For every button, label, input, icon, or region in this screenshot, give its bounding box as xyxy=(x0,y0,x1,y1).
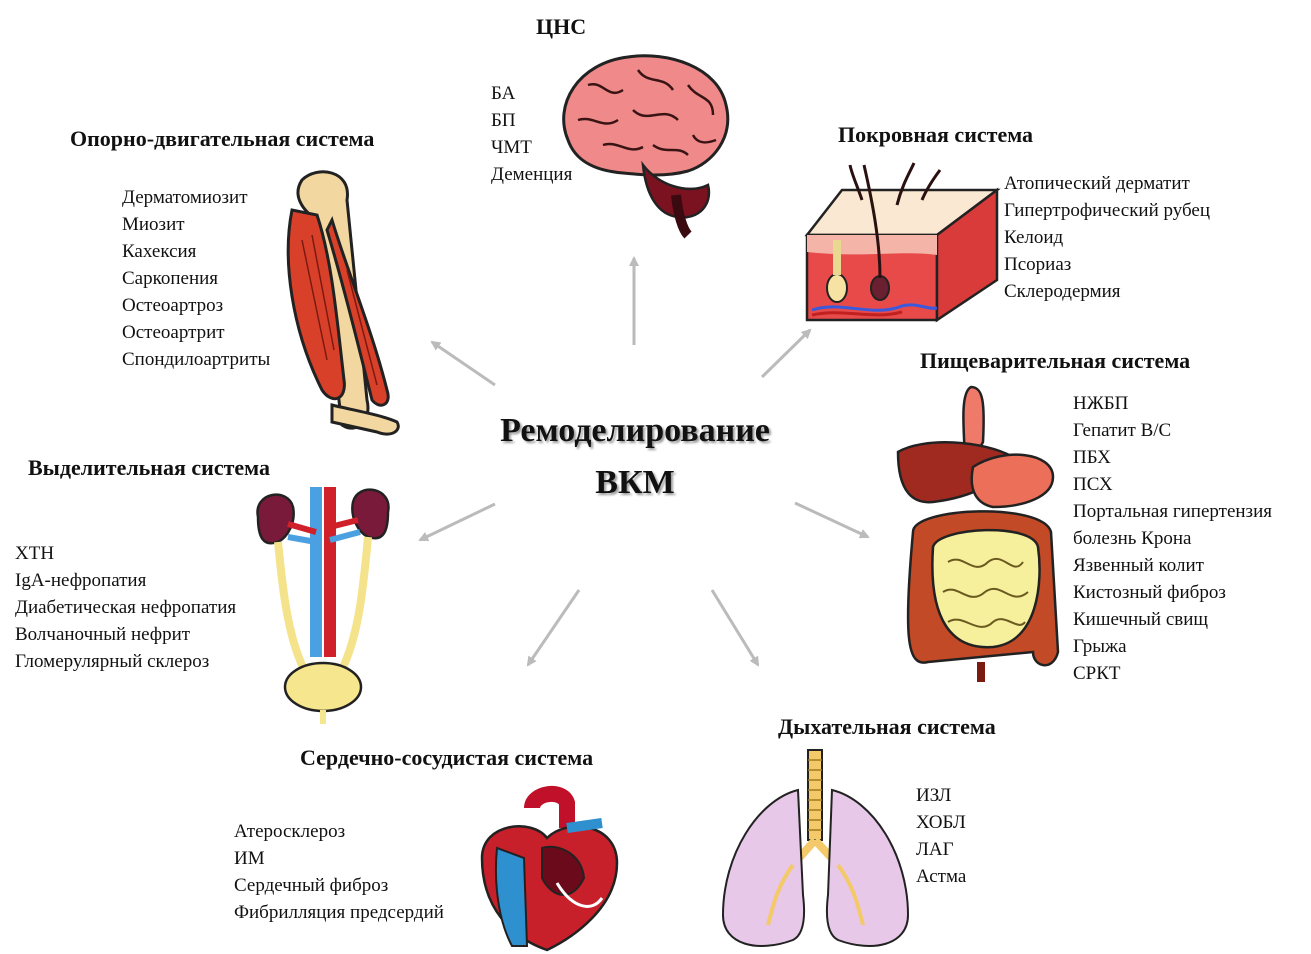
list-item: Келоид xyxy=(1004,224,1210,251)
brain-icon xyxy=(548,45,738,235)
list-item: ХОБЛ xyxy=(916,809,966,836)
list-item: Миозит xyxy=(122,211,270,238)
arrow-to-respiratory xyxy=(712,590,758,665)
digestive-organs-icon xyxy=(893,382,1068,687)
skin-icon xyxy=(802,160,1002,325)
center-label: Ремоделирование ВКМ xyxy=(470,412,800,502)
heart-icon xyxy=(472,788,622,950)
list-item: Гепатит В/С xyxy=(1073,417,1272,444)
arrow-to-excretory xyxy=(420,504,495,540)
list-item: Атопический дерматит xyxy=(1004,170,1210,197)
center-label-line2: ВКМ xyxy=(470,464,800,502)
list-item: Гломерулярный склероз xyxy=(15,648,236,675)
list-item: ХТН xyxy=(15,540,236,567)
list-item: ИЗЛ xyxy=(916,782,966,809)
respiratory-title: Дыхательная система xyxy=(778,714,996,740)
list-item: Кишечный свищ xyxy=(1073,606,1272,633)
cardiovascular-title: Сердечно-сосудистая система xyxy=(300,745,593,771)
cardiovascular-list: Атеросклероз ИМ Сердечный фиброз Фибрилл… xyxy=(234,818,444,926)
musculoskeletal-list: Дерматомиозит Миозит Кахексия Саркопения… xyxy=(122,184,270,373)
arrow-to-cardiovascular xyxy=(528,590,579,665)
list-item: Остеоартрит xyxy=(122,319,270,346)
list-item: Портальная гипертензия xyxy=(1073,498,1272,525)
integumentary-list: Атопический дерматит Гипертрофический ру… xyxy=(1004,170,1210,305)
list-item: Саркопения xyxy=(122,265,270,292)
list-item: ИМ xyxy=(234,845,444,872)
list-item: Кахексия xyxy=(122,238,270,265)
list-item: НЖБП xyxy=(1073,390,1272,417)
excretory-list: ХТН IgA-нефропатия Диабетическая нефропа… xyxy=(15,540,236,675)
respiratory-list: ИЗЛ ХОБЛ ЛАГ Астма xyxy=(916,782,966,890)
list-item: Атеросклероз xyxy=(234,818,444,845)
lungs-icon xyxy=(718,745,913,953)
list-item: Астма xyxy=(916,863,966,890)
list-item: Кистозный фиброз xyxy=(1073,579,1272,606)
list-item: ПСХ xyxy=(1073,471,1272,498)
list-item: ПБХ xyxy=(1073,444,1272,471)
digestive-list: НЖБП Гепатит В/С ПБХ ПСХ Портальная гипе… xyxy=(1073,390,1272,687)
list-item: ЛАГ xyxy=(916,836,966,863)
musculoskeletal-title: Опорно-двигательная система xyxy=(70,126,374,152)
list-item: СРКТ xyxy=(1073,660,1272,687)
arrow-to-musculoskeletal xyxy=(432,342,495,385)
list-item: Склеродермия xyxy=(1004,278,1210,305)
list-item: Псориаз xyxy=(1004,251,1210,278)
list-item: Язвенный колит xyxy=(1073,552,1272,579)
list-item: Диабетическая нефропатия xyxy=(15,594,236,621)
cns-title: ЦНС xyxy=(536,14,586,40)
list-item: Волчаночный нефрит xyxy=(15,621,236,648)
kidneys-icon xyxy=(248,482,398,727)
list-item: Спондилоартриты xyxy=(122,346,270,373)
integumentary-title: Покровная система xyxy=(838,122,1033,148)
list-item: Фибрилляция предсердий xyxy=(234,899,444,926)
list-item: Дерматомиозит xyxy=(122,184,270,211)
excretory-title: Выделительная система xyxy=(28,455,270,481)
list-item: Грыжа xyxy=(1073,633,1272,660)
digestive-title: Пищеварительная система xyxy=(920,348,1190,374)
list-item: Сердечный фиброз xyxy=(234,872,444,899)
list-item: IgA-нефропатия xyxy=(15,567,236,594)
arrow-to-digestive xyxy=(795,503,868,537)
arrow-to-integumentary xyxy=(762,330,810,377)
muscle-arm-icon xyxy=(272,160,412,440)
list-item: болезнь Крона xyxy=(1073,525,1272,552)
list-item: Остеоартроз xyxy=(122,292,270,319)
list-item: Гипертрофический рубец xyxy=(1004,197,1210,224)
center-label-line1: Ремоделирование xyxy=(470,412,800,450)
